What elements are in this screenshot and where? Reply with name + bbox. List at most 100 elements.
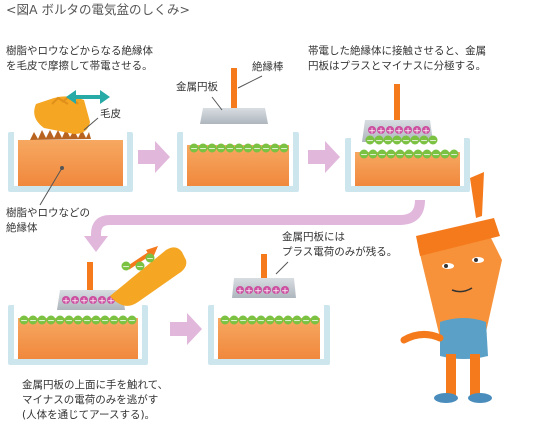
minus-charge-chip <box>225 143 235 153</box>
fur-label: 毛皮 <box>100 108 121 120</box>
plus-charge-chip <box>80 296 88 304</box>
insulating-rod <box>394 84 400 120</box>
step2-panel: −−−−−−−−−−− <box>177 68 299 192</box>
minus-charge-chip <box>118 315 128 325</box>
minus-charge-chip <box>19 315 29 325</box>
minus-sign: − <box>423 151 431 161</box>
minus-sign: − <box>122 263 130 273</box>
minus-charge-chip <box>440 149 450 159</box>
minus-sign: − <box>432 151 440 161</box>
minus-charge-chip <box>422 149 432 159</box>
minus-sign: − <box>450 151 458 161</box>
minus-charge-chip <box>377 149 387 159</box>
hand-icon <box>34 94 90 134</box>
minus-sign: − <box>136 263 144 273</box>
minus-charge-chip <box>401 135 411 145</box>
minus-charge-chip <box>109 315 119 325</box>
minus-sign: − <box>387 151 395 161</box>
minus-sign: − <box>230 317 238 327</box>
minus-sign: − <box>38 317 46 327</box>
minus-charge-chip <box>207 143 217 153</box>
mascot <box>400 172 502 403</box>
insulating-rod <box>231 68 237 108</box>
minus-sign: − <box>253 145 261 155</box>
insulator-label: 樹脂やロウなどの 絶縁体 <box>6 207 90 234</box>
insulator-block <box>218 318 320 359</box>
minus-sign: − <box>366 137 374 147</box>
minus-charge-chip <box>73 315 83 325</box>
minus-charge-chip <box>189 143 199 153</box>
plus-sign: + <box>245 287 253 297</box>
minus-charge-chip <box>270 143 280 153</box>
plus-charge-chip <box>281 286 289 294</box>
minus-charge-chip <box>449 149 459 159</box>
minus-charge-chip <box>82 315 92 325</box>
minus-sign: − <box>441 151 449 161</box>
plus-sign: + <box>386 127 394 137</box>
plus-sign: + <box>71 297 79 307</box>
minus-sign: − <box>411 137 419 147</box>
minus-charge-chip <box>431 149 441 159</box>
minus-sign: − <box>280 145 288 155</box>
hand-icon <box>110 247 187 306</box>
minus-sign: − <box>375 137 383 147</box>
minus-sign: − <box>414 151 422 161</box>
plus-sign: + <box>413 127 421 137</box>
plus-sign: + <box>272 287 280 297</box>
exclamation-icon <box>470 172 484 218</box>
minus-sign: − <box>262 145 270 155</box>
step4-caption: 金属円板の上面に手を触れて、 マイナスの電荷のみを逃がす (人体を通じてアースす… <box>22 379 169 421</box>
plus-sign: + <box>395 127 403 137</box>
plus-charge-chip <box>98 296 106 304</box>
metal-disc <box>200 108 268 124</box>
step1-caption: 樹脂やロウなどからなる絶縁体 を毛皮で摩擦して帯電させる。 <box>6 45 153 72</box>
minus-sign: − <box>378 151 386 161</box>
minus-sign: − <box>266 317 274 327</box>
plus-charge-chip <box>368 126 376 134</box>
minus-charge-chip <box>216 143 226 153</box>
minus-charge-chip <box>100 315 110 325</box>
minus-charge-chip <box>64 315 74 325</box>
minus-charge-chip <box>256 315 266 325</box>
plus-sign: + <box>98 297 106 307</box>
minus-sign: − <box>20 317 28 327</box>
minus-sign: − <box>293 317 301 327</box>
plus-charge-chip <box>272 286 280 294</box>
minus-charge-chip <box>365 135 375 145</box>
plus-sign: + <box>263 287 271 297</box>
plus-charge-chip <box>89 296 97 304</box>
minus-sign: − <box>402 137 410 147</box>
minus-charge-chip <box>386 149 396 159</box>
step-arrow-icon <box>308 141 340 173</box>
minus-charge-chip <box>301 315 311 325</box>
minus-charge-chip <box>46 315 56 325</box>
minus-sign: − <box>128 317 136 327</box>
minus-sign: − <box>405 151 413 161</box>
minus-sign: − <box>56 317 64 327</box>
minus-sign: − <box>271 145 279 155</box>
minus-sign: − <box>217 145 225 155</box>
minus-charge-chip <box>127 315 137 325</box>
minus-sign: − <box>47 317 55 327</box>
minus-sign: − <box>199 145 207 155</box>
plus-sign: + <box>281 287 289 297</box>
plus-charge-chip <box>245 286 253 294</box>
minus-charge-chip <box>410 135 420 145</box>
minus-charge-chip <box>247 315 257 325</box>
minus-charge-chip <box>135 261 145 271</box>
plus-sign: + <box>80 297 88 307</box>
minus-charge-chip <box>198 143 208 153</box>
insulating-rod-label: 絶縁棒 <box>252 61 284 73</box>
minus-sign: − <box>92 317 100 327</box>
minus-sign: − <box>221 317 229 327</box>
minus-sign: − <box>208 145 216 155</box>
minus-charge-chip <box>121 261 131 271</box>
plus-sign: + <box>89 297 97 307</box>
minus-charge-chip <box>91 315 101 325</box>
minus-sign: − <box>360 151 368 161</box>
page-title: <図A ボルタの電気盆のしくみ> <box>6 2 190 17</box>
minus-charge-chip <box>265 315 275 325</box>
step-arrow-icon <box>91 199 425 240</box>
plus-sign: + <box>107 297 115 307</box>
